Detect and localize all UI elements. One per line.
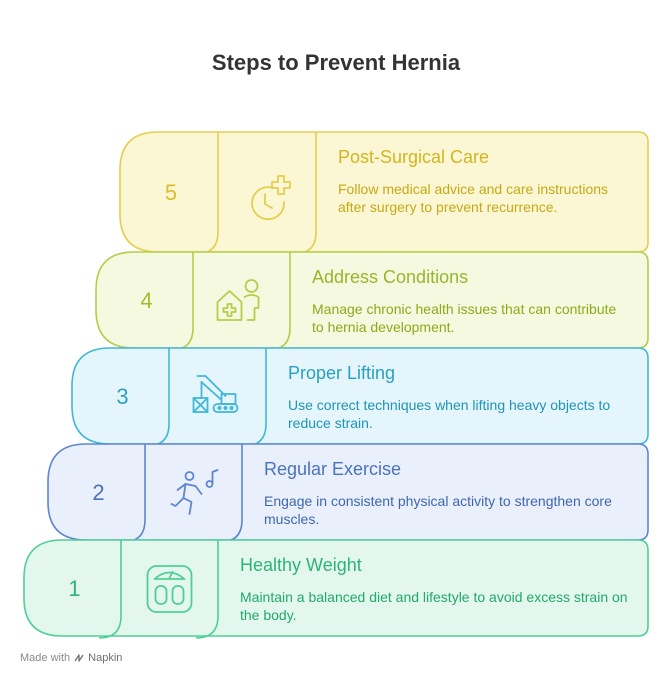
step-description-2: Engage in consistent physical activity t… <box>264 493 612 527</box>
step-card-3: 3 <box>71 347 649 447</box>
step-title-5: Post-Surgical Care <box>338 147 490 167</box>
step-divider-1-2 <box>195 540 219 639</box>
step-title-3: Proper Lifting <box>288 363 396 383</box>
step-description-3: Use correct techniques when lifting heav… <box>288 397 611 431</box>
step-title-1: Healthy Weight <box>240 555 362 575</box>
step-number-4: 4 <box>140 288 152 313</box>
bathroom-scale-icon <box>146 565 193 613</box>
page-title: Steps to Prevent Hernia <box>211 50 461 75</box>
step-number-2: 2 <box>92 480 104 505</box>
napkin-logo-icon <box>74 654 84 662</box>
step-number-1: 1 <box>68 576 80 601</box>
step-divider-1-1 <box>98 540 122 639</box>
step-title-2: Regular Exercise <box>264 459 402 479</box>
step-card-1: 1 <box>23 539 649 639</box>
footer-made-with: Made with <box>20 652 71 664</box>
step-title-4: Address Conditions <box>312 267 469 287</box>
home-health-person-icon <box>216 279 260 321</box>
footer-brand: Napkin <box>88 652 123 664</box>
step-number-5: 5 <box>165 180 177 205</box>
step-description-1: Maintain a balanced diet and lifestyle t… <box>240 589 628 623</box>
crane-lifting-icon <box>192 375 239 413</box>
step-number-3: 3 <box>116 384 128 409</box>
step-card-4: 4 <box>95 251 649 351</box>
clock-plus-icon <box>251 175 291 221</box>
step-description-5: Follow medical advice and care instructi… <box>338 181 609 215</box>
step-description-4: Manage chronic health issues that can co… <box>312 301 617 335</box>
footer: Made with Napkin <box>20 652 122 664</box>
person-running-music-icon <box>170 469 219 515</box>
